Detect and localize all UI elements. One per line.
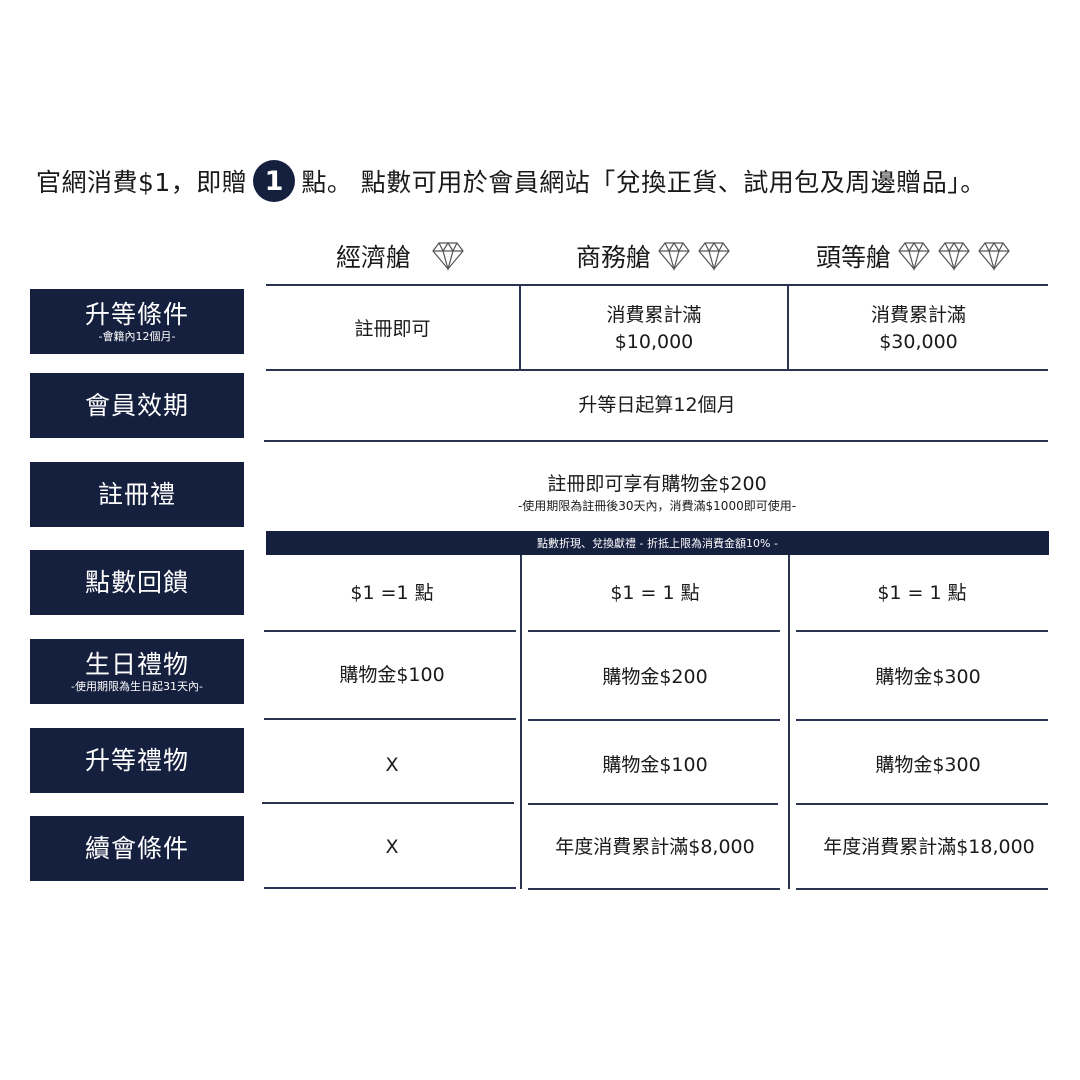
divider — [520, 555, 522, 889]
banner-text: 點數折現、兌換獻禮 - 折抵上限為消費金額10% - — [537, 537, 778, 550]
cell-text: 購物金$100 — [602, 753, 708, 776]
cell-points-economy: $1 =1 點 — [264, 558, 520, 628]
cell-text: 購物金$300 — [875, 665, 981, 688]
diamond-icon — [698, 241, 730, 271]
diamond-icon — [658, 241, 690, 271]
divider — [262, 802, 514, 804]
row-label-renewal: 續會條件 — [30, 816, 244, 881]
cell-upgrade-first: 消費累計滿 $30,000 — [789, 290, 1048, 368]
tier-header-business: 商務艙 — [576, 236, 731, 276]
row-label-sub: -使用期限為生日起31天內- — [71, 679, 203, 693]
row-label-text: 續會條件 — [84, 833, 189, 863]
cell-text: 年度消費累計滿$18,000 — [823, 835, 1035, 858]
cell-renewal-business: 年度消費累計滿$8,000 — [522, 812, 788, 882]
divider — [796, 630, 1048, 632]
tier-header-economy: 經濟艙 — [336, 236, 465, 276]
tier-name: 頭等艙 — [816, 243, 892, 272]
divider — [528, 719, 780, 721]
cell-text: $1 = 1 點 — [610, 581, 700, 604]
cell-text: $1 =1 點 — [350, 581, 434, 604]
cell-upgrade-gift-first: 購物金$300 — [790, 730, 1066, 800]
row-label-points: 點數回饋 — [30, 550, 244, 615]
cell-upgrade-business: 消費累計滿 $10,000 — [521, 290, 787, 368]
row-label-text: 點數回饋 — [84, 567, 189, 597]
cell-renewal-economy: X — [264, 812, 520, 882]
divider — [528, 630, 780, 632]
tier-name: 商務艙 — [576, 243, 652, 272]
cell-text: X — [385, 835, 399, 858]
diamond-icon — [898, 241, 930, 271]
divider — [519, 285, 521, 369]
tier-header-first: 頭等艙 — [816, 236, 1011, 276]
cell-text: 年度消費累計滿$8,000 — [555, 835, 755, 858]
cell-upgrade-gift-economy: X — [264, 730, 520, 800]
diamond-icon — [432, 241, 464, 271]
divider — [787, 285, 789, 369]
headline-text-after: 點。 點數可用於會員網站「兌換正貨、試用包及周邊贈品」。 — [301, 168, 986, 197]
cell-text: 消費累計滿 — [606, 304, 702, 326]
cell-signup-gift: 註冊即可享有購物金$200 -使用期限為註冊後30天內，消費滿$1000即可使用… — [266, 462, 1048, 522]
divider — [264, 887, 516, 889]
divider — [528, 888, 780, 890]
divider — [264, 440, 1048, 442]
cell-text: 購物金$300 — [875, 753, 981, 776]
row-label-text: 註冊禮 — [97, 479, 176, 509]
row-label-text: 升等條件 — [84, 299, 189, 329]
cell-birthday-business: 購物金$200 — [522, 642, 788, 712]
cell-text: X — [385, 753, 399, 776]
cell-points-business: $1 = 1 點 — [522, 558, 788, 628]
points-badge: 1 — [253, 160, 296, 202]
points-banner: 點數折現、兌換獻禮 - 折抵上限為消費金額10% - — [266, 531, 1049, 555]
row-label-birthday: 生日禮物 -使用期限為生日起31天內- — [30, 639, 244, 704]
cell-validity: 升等日起算12個月 — [266, 372, 1048, 438]
diamond-icon — [978, 241, 1010, 271]
cell-text: 購物金$100 — [339, 663, 445, 686]
divider — [266, 369, 1048, 371]
row-label-sub: -會籍內12個月- — [98, 329, 176, 343]
row-label-signup-gift: 註冊禮 — [30, 462, 244, 527]
cell-upgrade-economy: 註冊即可 — [266, 290, 519, 368]
divider — [266, 284, 1048, 286]
cell-text: 消費累計滿 — [870, 304, 966, 326]
cell-points-first: $1 = 1 點 — [790, 558, 1054, 628]
divider — [264, 630, 516, 632]
divider — [264, 718, 516, 720]
cell-birthday-first: 購物金$300 — [790, 642, 1066, 712]
cell-text: 註冊即可 — [354, 317, 431, 340]
tier-name: 經濟艙 — [336, 243, 412, 272]
cell-text: 註冊即可享有購物金$200 — [547, 472, 767, 495]
row-label-upgrade-gift: 升等禮物 — [30, 728, 244, 793]
cell-upgrade-gift-business: 購物金$100 — [522, 730, 788, 800]
headline-text-before: 官網消費$1，即贈 — [36, 168, 248, 197]
row-label-upgrade: 升等條件 -會籍內12個月- — [30, 289, 244, 354]
cell-text: 升等日起算12個月 — [578, 393, 736, 416]
cell-text: $10,000 — [614, 331, 694, 353]
row-label-validity: 會員效期 — [30, 373, 244, 438]
diamond-icon — [938, 241, 970, 271]
headline: 官網消費$1，即贈 1 點。 點數可用於會員網站「兌換正貨、試用包及周邊贈品」。 — [36, 158, 1046, 204]
cell-note: -使用期限為註冊後30天內，消費滿$1000即可使用- — [517, 498, 797, 513]
divider — [796, 719, 1048, 721]
row-label-text: 會員效期 — [84, 390, 189, 420]
divider — [796, 888, 1048, 890]
cell-renewal-first: 年度消費累計滿$18,000 — [794, 812, 1064, 882]
divider — [796, 803, 1048, 805]
cell-text: $1 = 1 點 — [877, 581, 967, 604]
row-label-text: 生日禮物 — [84, 649, 189, 679]
divider — [788, 555, 790, 889]
cell-text: 購物金$200 — [602, 665, 708, 688]
cell-birthday-economy: 購物金$100 — [264, 640, 520, 710]
divider — [528, 803, 778, 805]
row-label-text: 升等禮物 — [84, 745, 189, 775]
cell-text: $30,000 — [879, 331, 958, 353]
